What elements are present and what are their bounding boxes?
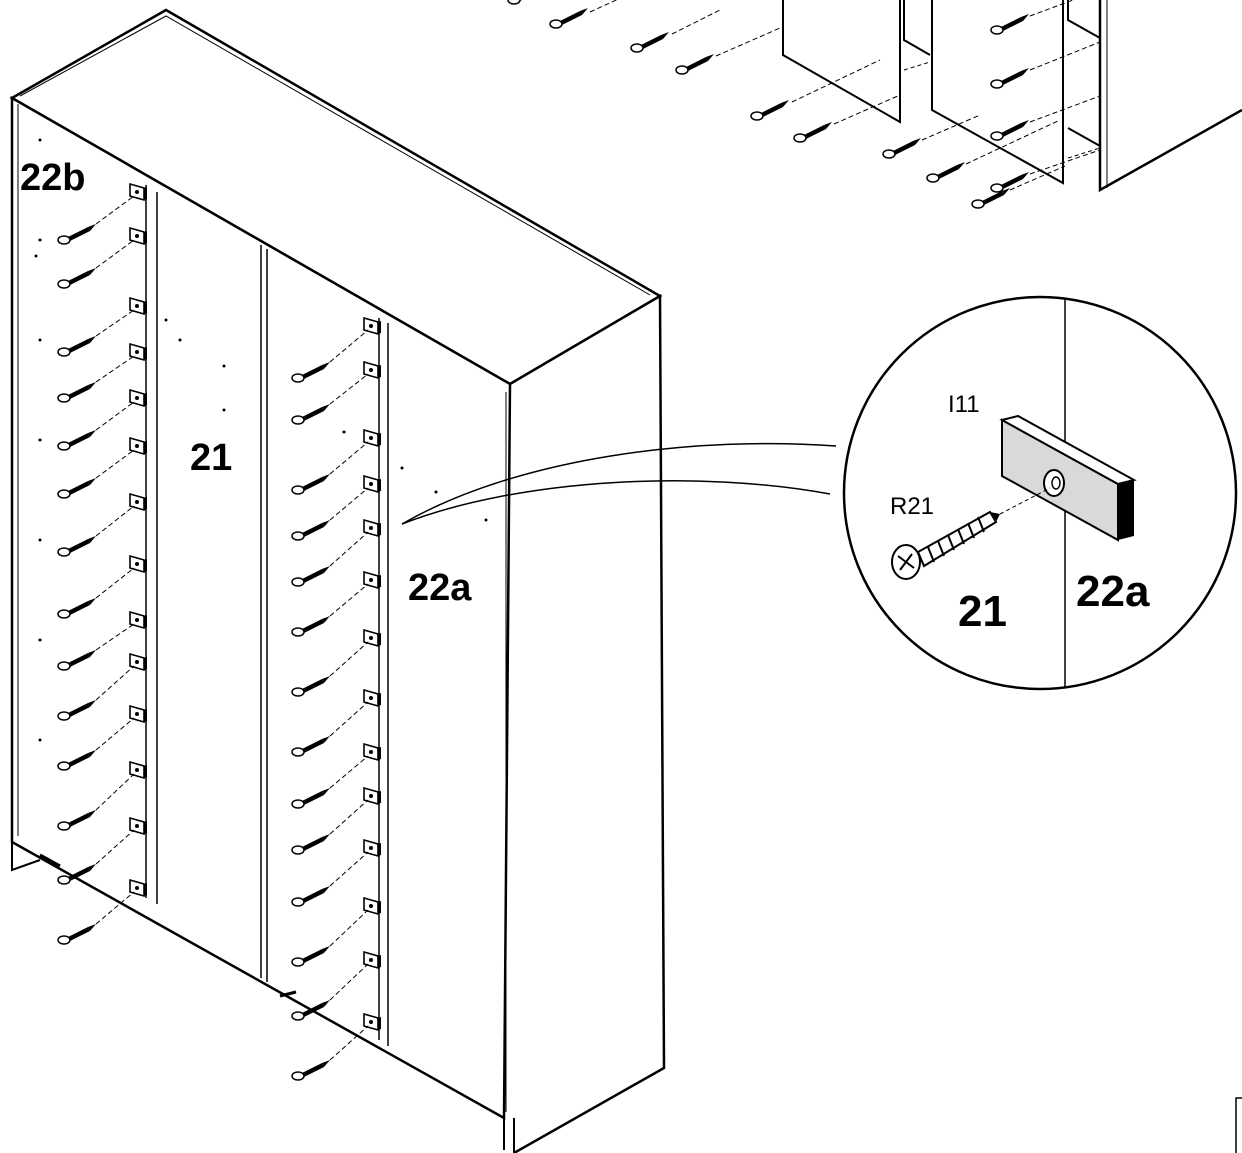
screw-r21-detail bbox=[891, 487, 1051, 580]
detail-callout bbox=[842, 295, 1238, 691]
label-detail-panel-21: 21 bbox=[958, 587, 1007, 636]
upper-cabinet-section bbox=[782, 0, 1242, 193]
label-panel-22a: 22a bbox=[408, 567, 472, 609]
label-panel-21: 21 bbox=[190, 437, 232, 479]
panel-dots bbox=[34, 138, 488, 742]
label-part-i11: I11 bbox=[948, 391, 980, 418]
label-panel-22b: 22b bbox=[20, 157, 85, 199]
dash-guides-left bbox=[95, 195, 135, 925]
panel-seams bbox=[145, 185, 389, 1046]
bracket-i11-detail bbox=[999, 414, 1137, 542]
upper-screws bbox=[507, 0, 1101, 209]
detail-leader-lines bbox=[401, 442, 837, 525]
wardrobe-body bbox=[9, 8, 666, 1153]
label-detail-panel-22a: 22a bbox=[1076, 567, 1150, 616]
label-part-r21: R21 bbox=[890, 493, 934, 520]
dash-guides-right bbox=[329, 329, 369, 1061]
corner-mark bbox=[1235, 1097, 1242, 1153]
